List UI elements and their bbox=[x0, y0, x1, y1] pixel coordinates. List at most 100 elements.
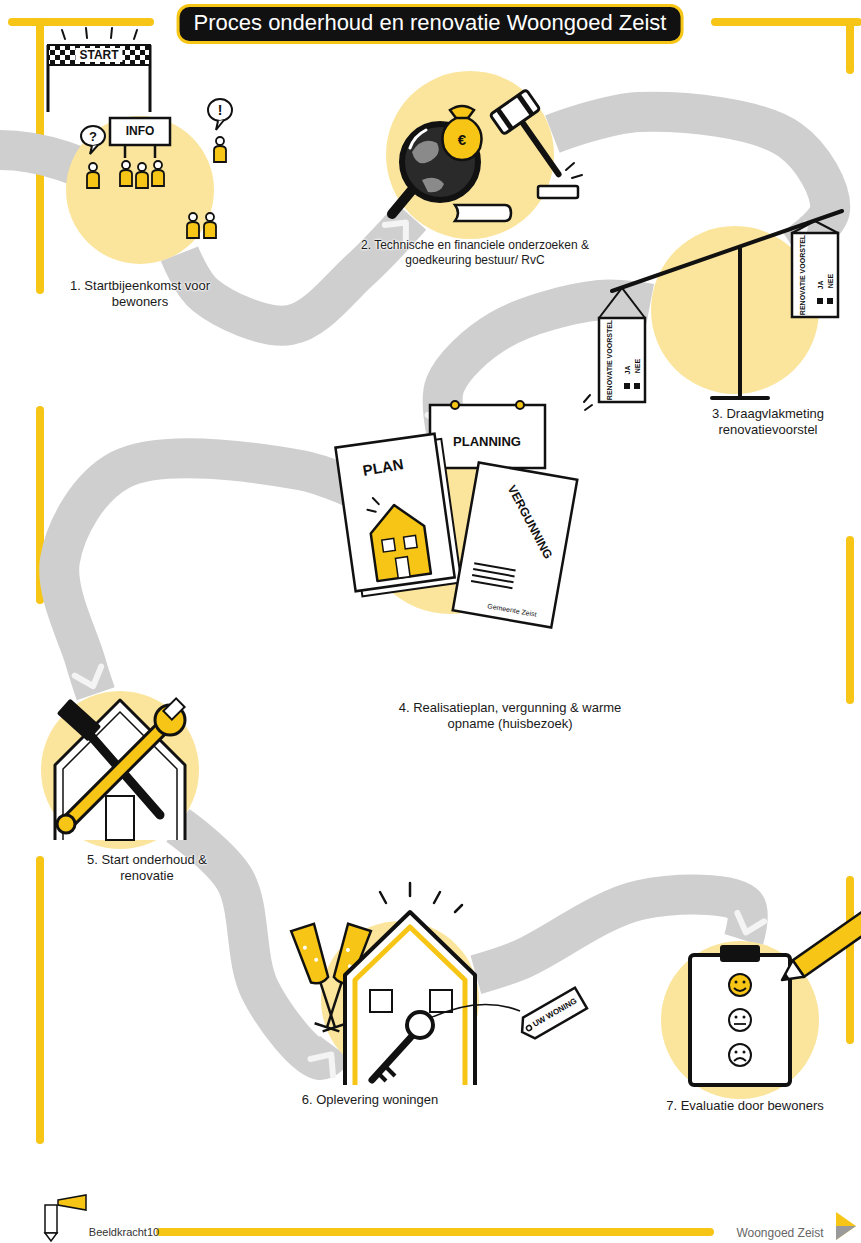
house-key bbox=[378, 1073, 386, 1081]
exclamation-mark: ! bbox=[218, 103, 223, 117]
gavel bbox=[566, 163, 582, 178]
balance-scale bbox=[827, 298, 833, 304]
step-circle bbox=[321, 921, 479, 1079]
euro-sign: € bbox=[458, 132, 466, 147]
start-flag bbox=[149, 45, 152, 112]
artist-logo bbox=[45, 1205, 57, 1233]
balance-scale bbox=[712, 396, 768, 400]
champagne-glass bbox=[291, 924, 332, 987]
new-house bbox=[345, 883, 475, 1085]
pencil bbox=[776, 960, 804, 988]
frame-line bbox=[846, 22, 854, 70]
gavel bbox=[538, 186, 578, 198]
evaluation-clipboard bbox=[735, 1051, 738, 1054]
planning-sheet bbox=[451, 401, 459, 409]
champagne-glass bbox=[345, 947, 350, 952]
step-caption: 7. Evaluatie door bewoners bbox=[640, 1098, 850, 1114]
champagne-glass bbox=[302, 945, 307, 950]
brand-logo bbox=[836, 1212, 856, 1240]
house-key bbox=[430, 1004, 520, 1018]
evaluation-clipboard bbox=[734, 988, 746, 991]
proposal-sign-text: RENOVATIE VOORSTEL bbox=[606, 320, 613, 400]
evaluation-clipboard bbox=[734, 1058, 746, 1061]
wrench bbox=[57, 698, 185, 833]
champagne-glass bbox=[314, 957, 319, 962]
step-caption: 4. Realisatieplan, vergunning & warme op… bbox=[380, 700, 640, 733]
plan-document bbox=[404, 535, 418, 549]
balance-scale bbox=[584, 395, 590, 402]
resident-figure bbox=[87, 163, 99, 188]
balance-scale bbox=[624, 383, 630, 389]
step-node: 2. Technische en financiele onderzoeken … bbox=[385, 70, 555, 240]
money-bag bbox=[443, 106, 482, 160]
info-board-text: INFO bbox=[126, 125, 155, 137]
permit-document bbox=[471, 563, 515, 588]
champagne-glass bbox=[347, 964, 352, 969]
step-circle bbox=[66, 116, 214, 264]
evaluation-clipboard bbox=[743, 1051, 746, 1054]
plan-document bbox=[395, 557, 410, 578]
gavel bbox=[566, 163, 574, 170]
start-flag bbox=[48, 45, 150, 65]
house-outline bbox=[63, 712, 177, 840]
frame-line bbox=[846, 880, 854, 1040]
plan-document bbox=[366, 497, 380, 513]
magnifying-glass bbox=[412, 141, 439, 163]
new-house bbox=[370, 990, 392, 1012]
start-banner-text: START bbox=[75, 48, 122, 62]
new-house bbox=[345, 912, 475, 1085]
balance-scale bbox=[599, 288, 645, 318]
balance-scale bbox=[612, 211, 842, 291]
hammer bbox=[57, 699, 160, 815]
checkbox-text: JA bbox=[817, 281, 824, 290]
frame-line bbox=[846, 540, 854, 700]
hammer bbox=[84, 728, 160, 815]
money-bag bbox=[455, 117, 469, 120]
frame-line bbox=[160, 1228, 710, 1236]
pencil bbox=[793, 897, 861, 976]
speech-bubble bbox=[208, 99, 232, 121]
info-board bbox=[154, 145, 157, 158]
wrench bbox=[155, 705, 185, 735]
road-connector bbox=[443, 300, 651, 436]
gavel bbox=[455, 205, 511, 221]
balance-scale bbox=[792, 233, 838, 317]
info-board bbox=[110, 118, 170, 158]
road-connector bbox=[179, 216, 411, 325]
balance-scale bbox=[584, 395, 592, 410]
start-flag bbox=[48, 28, 150, 112]
frame-line bbox=[715, 18, 858, 26]
evaluation-clipboard bbox=[690, 945, 790, 1085]
house-key bbox=[372, 1036, 412, 1080]
house-key bbox=[372, 988, 587, 1081]
champagne-glass bbox=[315, 1023, 340, 1031]
pencil bbox=[780, 973, 790, 983]
house-key bbox=[516, 988, 587, 1043]
start-flag bbox=[47, 45, 50, 112]
step-node: 5. Start onderhoud & renovatie bbox=[40, 690, 200, 850]
money-bag bbox=[443, 106, 482, 160]
evaluation-clipboard bbox=[729, 974, 751, 996]
resident-figure bbox=[136, 163, 148, 188]
house-key bbox=[385, 1066, 395, 1076]
frame-line bbox=[12, 18, 150, 26]
magnifying-glass bbox=[402, 124, 478, 200]
step-node: 6. Oplevering woningen bbox=[320, 920, 480, 1080]
speech-bubble bbox=[216, 120, 224, 130]
magnifying-glass bbox=[422, 178, 444, 193]
balance-scale bbox=[634, 383, 640, 389]
step-circle-shape bbox=[40, 690, 200, 850]
magnifying-glass bbox=[392, 190, 412, 214]
artist-logo bbox=[58, 1195, 86, 1210]
pencil bbox=[776, 897, 861, 988]
planning-sheet bbox=[430, 405, 545, 468]
plan-document bbox=[335, 433, 461, 597]
resident-figure bbox=[204, 213, 216, 238]
evaluation-clipboard bbox=[734, 1023, 746, 1025]
house-tag-text: UW WONING bbox=[532, 997, 579, 1029]
house-key bbox=[407, 1012, 433, 1038]
magnifying-glass bbox=[410, 130, 426, 148]
step-caption: 1. Startbijeenkomst voor bewoners bbox=[65, 278, 215, 311]
resident-figure bbox=[120, 161, 132, 186]
